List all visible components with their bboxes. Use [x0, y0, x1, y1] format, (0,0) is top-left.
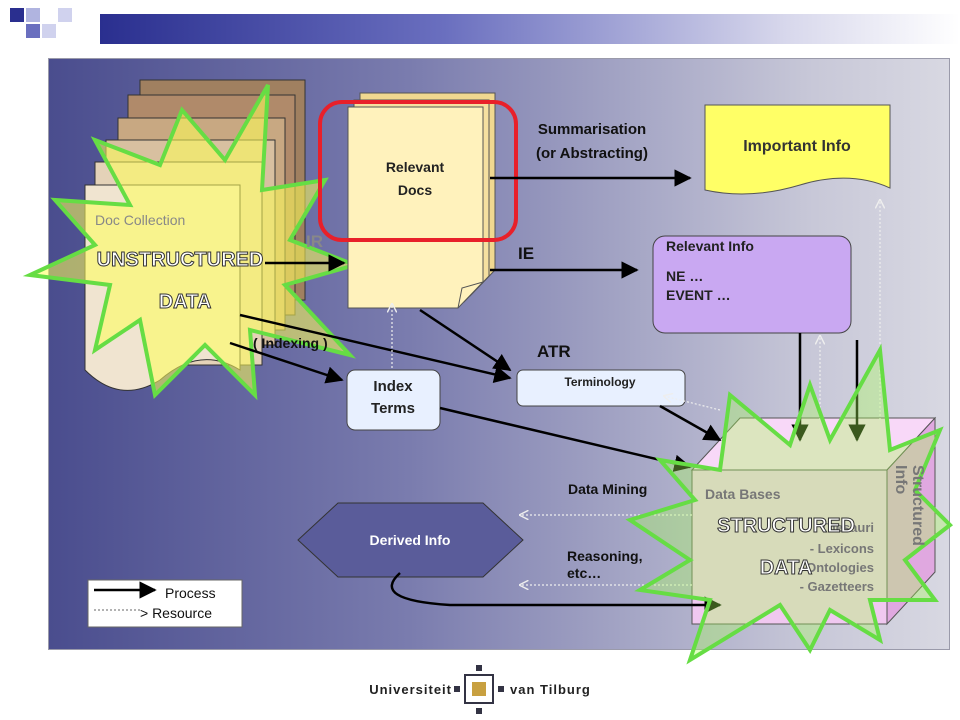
deco-square: [58, 8, 72, 22]
doc-collection-label: Doc Collection: [95, 212, 185, 228]
index-terms-box: [346, 369, 441, 431]
db-gazetteers: - Gazetteers: [800, 579, 874, 594]
db-ontologies: - Ontologies: [798, 560, 874, 575]
summarisation-line2: (or Abstracting): [536, 145, 648, 162]
data-bases-label: Data Bases: [705, 486, 781, 502]
structured-label: STRUCTURED: [717, 515, 855, 537]
deco-square: [26, 8, 40, 22]
relevant-info-title: Relevant Info: [666, 238, 754, 254]
reasoning-line1: Reasoning,: [567, 548, 642, 564]
indexing-label: ( Indexing ): [253, 335, 328, 351]
unstructured-burst: [22, 84, 362, 401]
university-name-left: Universiteit: [369, 682, 452, 697]
university-crest-icon: [454, 665, 504, 714]
relevant-docs-stack: [347, 92, 496, 309]
legend-process-label: Process: [165, 585, 216, 601]
process-arrows: [229, 169, 866, 614]
unstructured-label: UNSTRUCTURED: [97, 249, 264, 271]
important-info-label: Important Info: [743, 138, 851, 155]
highlight-box: [318, 100, 518, 242]
resource-arrows: [392, 200, 880, 585]
structured-burst: [625, 343, 954, 665]
data-mining-label: Data Mining: [568, 481, 647, 497]
legend-resource-label: > Resource: [140, 605, 212, 621]
unstructured-data-label: DATA: [159, 291, 212, 313]
structured-info-line1: Structured: [909, 465, 926, 546]
db-thesauri: Thesauri: [820, 520, 874, 535]
index-terms-line2: Terms: [371, 400, 415, 417]
ie-label: IE: [518, 244, 534, 263]
legend-box: [87, 579, 243, 628]
summarisation-line1: Summarisation: [538, 121, 646, 138]
important-info-box: [704, 104, 891, 195]
deco-square: [42, 24, 56, 38]
structured-info-line2: Info: [892, 465, 909, 495]
relevant-docs-line1: Relevant: [386, 159, 445, 175]
db-lexicons: - Lexicons: [810, 541, 874, 556]
derived-info-hexagon: [297, 502, 524, 578]
terminology-box: [516, 369, 686, 407]
relevant-info-box: [652, 235, 852, 334]
ir-label: IR: [306, 232, 323, 251]
derived-info-label: Derived Info: [370, 532, 451, 548]
university-name-right: van Tilburg: [510, 682, 591, 697]
index-terms-line1: Index: [373, 378, 413, 395]
deco-square: [10, 8, 24, 22]
relevant-info-event: EVENT …: [666, 287, 731, 303]
title-bar-gradient: [100, 14, 960, 44]
structured-data-label: DATA: [760, 557, 813, 579]
reasoning-line2: etc…: [567, 565, 601, 581]
relevant-info-ne: NE …: [666, 268, 703, 284]
terminology-label: Terminology: [564, 375, 635, 389]
atr-label: ATR: [537, 342, 571, 361]
deco-square: [26, 24, 40, 38]
relevant-docs-line2: Docs: [398, 182, 432, 198]
